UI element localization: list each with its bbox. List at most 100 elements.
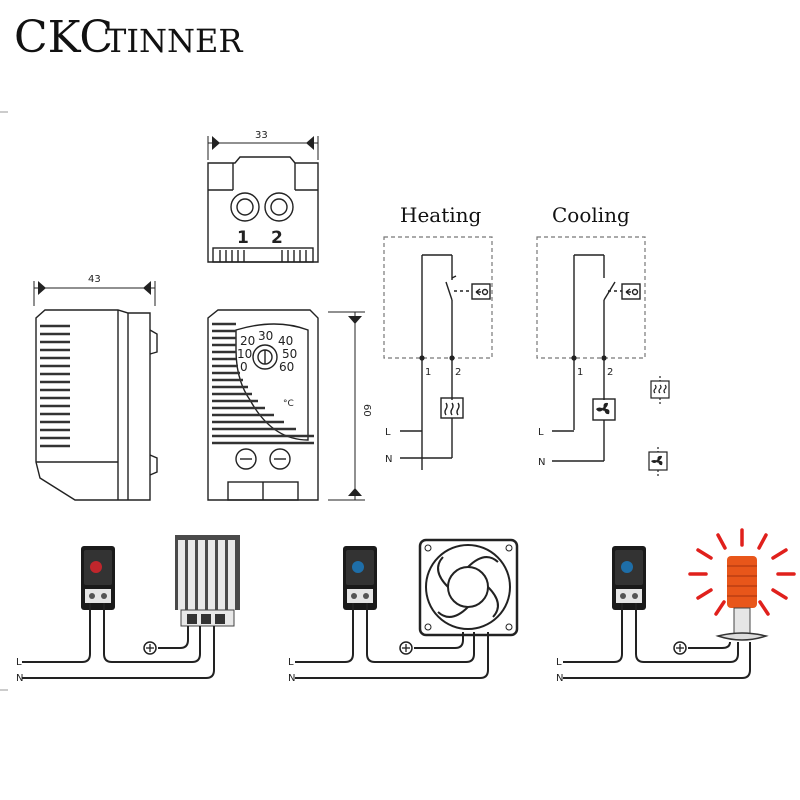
front-screw: [235, 448, 257, 470]
thermostat-knob-blue: [352, 561, 364, 573]
heating-terminal-1: 1: [425, 367, 431, 378]
wire-switched: [635, 603, 739, 663]
thermostat-terminal-block: [85, 589, 111, 603]
front-screw: [269, 448, 291, 470]
heater-terminal-screw: [201, 614, 211, 624]
wiring-heater: L N: [16, 535, 240, 684]
dial-scale-0: 0: [240, 360, 248, 374]
side-housing: [35, 309, 151, 501]
fan-screw-hole: [424, 623, 432, 631]
fan-screw-hole: [505, 544, 513, 552]
lamp-base: [715, 632, 769, 641]
heater-symbol-waves: [444, 402, 460, 416]
wiring-lamp-label-N: N: [556, 673, 563, 684]
dimension-front-height: 60: [361, 404, 372, 417]
arrow-head: [38, 281, 46, 295]
cooling-terminal-2: 2: [607, 367, 613, 378]
wire-ground: [688, 641, 731, 649]
cooling-sensor-box: [621, 283, 641, 300]
wire-N: [22, 626, 215, 679]
top-housing: [207, 156, 319, 263]
cooling-label-L: L: [538, 427, 544, 438]
lamp-body: [727, 556, 757, 608]
wire-N: [563, 642, 751, 679]
dial-scale-40: 40: [278, 334, 293, 348]
wiring-heater-label-N: N: [16, 673, 23, 684]
wire-L: [563, 603, 623, 663]
cooling-schematic: Cooling 1 2 L N: [536, 203, 646, 468]
brand-logo: CKC TINNER: [14, 12, 243, 63]
wire-L: [22, 603, 91, 663]
fan-symbol-box: [592, 398, 616, 421]
lamp-post: [733, 607, 751, 635]
brand-suffix: TINNER: [105, 22, 243, 60]
lamp-rays: [688, 528, 796, 616]
terminal-hole: [236, 198, 254, 216]
thermostat-screw: [632, 593, 638, 599]
side-clip: [149, 329, 158, 355]
dial-scale-20: 20: [240, 334, 255, 348]
side-vents: [40, 324, 70, 448]
legend-heater-symbol: [650, 376, 670, 404]
wiring-fan: L N: [288, 538, 519, 684]
thermostat-screw: [101, 593, 107, 599]
front-vents: [212, 322, 314, 445]
front-dial-plate: [235, 323, 309, 441]
heating-sensor-symbol: [475, 288, 481, 296]
terminal-label-2: 2: [271, 228, 283, 248]
front-view: [207, 309, 365, 501]
heating-label-N: N: [385, 454, 392, 465]
top-foot-teeth: [219, 250, 307, 262]
dial-scale-60: 60: [279, 360, 294, 374]
heater-terminal-screw: [187, 614, 197, 624]
terminal-hole: [270, 198, 288, 216]
top-foot: [212, 247, 314, 263]
heating-terminal-2: 2: [455, 367, 461, 378]
wiring-fan-label-N: N: [288, 673, 295, 684]
cooling-node-2: [601, 355, 607, 361]
heating-label-L: L: [385, 427, 391, 438]
terminal-label-1: 1: [237, 228, 249, 248]
thermostat-screw: [351, 593, 357, 599]
wire-switched: [103, 603, 201, 663]
cooling-sensor-symbol: [625, 288, 631, 296]
dial-scale-50: 50: [282, 347, 297, 361]
wire-N: [295, 632, 489, 679]
fan-screw-hole: [424, 544, 432, 552]
cooling-dashed-box: [536, 236, 646, 359]
dial-knob: [252, 344, 278, 370]
cooling-title: Cooling: [552, 203, 630, 227]
heating-schematic: Heating 1 2 L N: [383, 203, 493, 470]
dial-scale: 20 30 40 10 50 0 60 °C: [237, 329, 297, 409]
wire-ground: [158, 626, 189, 649]
arrow-head: [143, 281, 151, 295]
thermostat-screw: [620, 593, 626, 599]
heating-node-2: [449, 355, 455, 361]
heating-title: Heating: [400, 203, 482, 227]
dimension-side-width: 43: [88, 274, 101, 285]
heating-node-1: [419, 355, 425, 361]
arrow-head: [212, 136, 220, 150]
dimension-top-width: 33: [255, 130, 268, 141]
wire-L: [295, 603, 354, 663]
thermostat-knob-red: [90, 561, 102, 573]
cooling-label-N: N: [538, 457, 545, 468]
heater-photo: [175, 535, 240, 627]
thermostat-knob-blue: [621, 561, 633, 573]
fan-screw-hole: [505, 623, 513, 631]
cooling-node-1: [571, 355, 577, 361]
fan-ring: [425, 544, 511, 630]
brand-main: CKC: [14, 12, 113, 63]
cooling-terminal-1: 1: [577, 367, 583, 378]
heating-sensor-box: [471, 283, 491, 300]
thermostat-screw: [89, 593, 95, 599]
terminal-hole: [264, 192, 294, 222]
legend-fan-symbol: [648, 447, 668, 476]
dial-unit: °C: [283, 399, 294, 409]
arrow-head: [306, 136, 314, 150]
signal-lamp-photo: [688, 528, 796, 641]
wiring-lamp: L N: [556, 528, 796, 684]
heater-symbol-box: [440, 397, 464, 419]
dial-scale-30: 30: [258, 329, 273, 343]
